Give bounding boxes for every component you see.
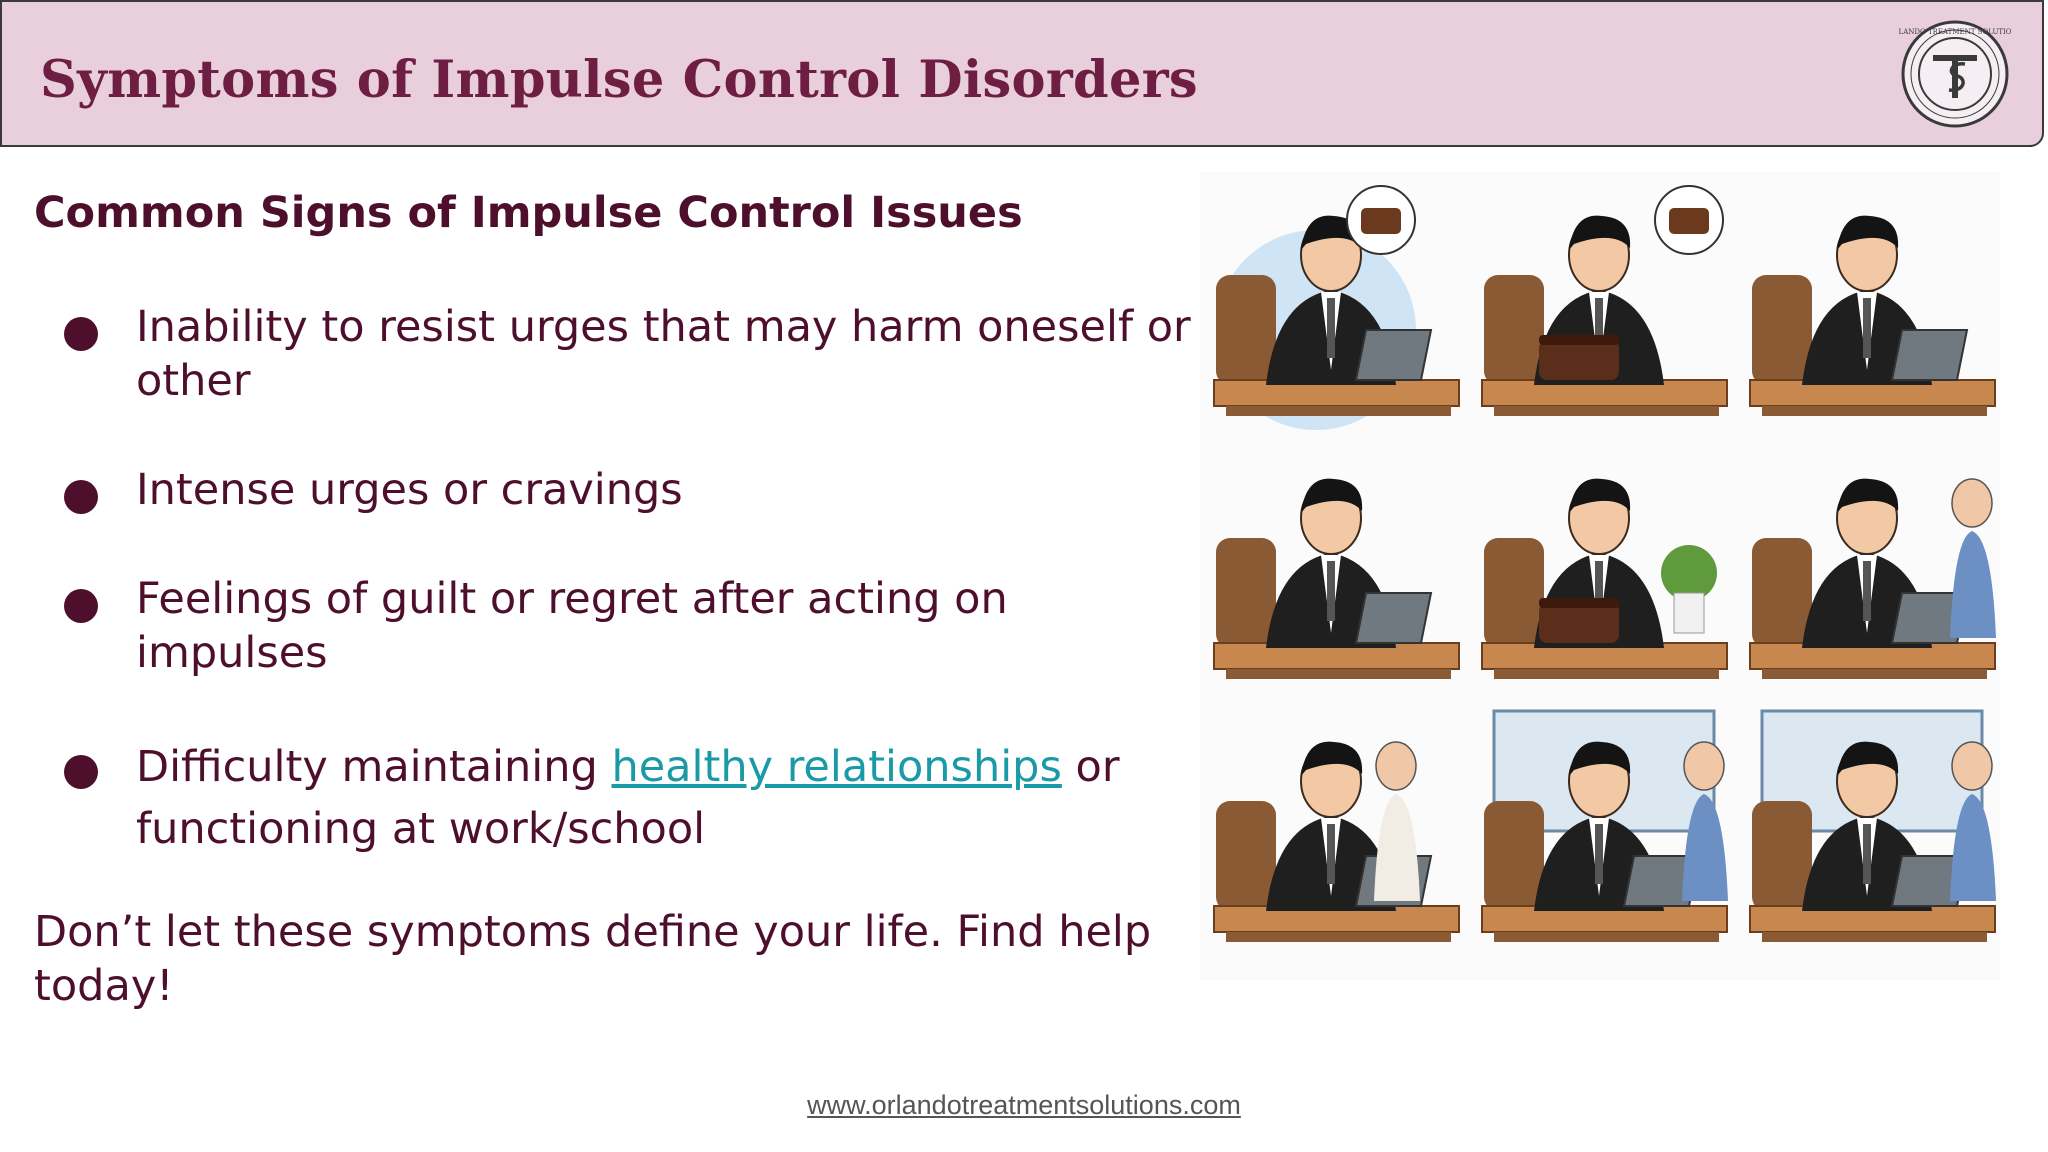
svg-text:ORLANDO TREATMENT SOLUTIONS: ORLANDO TREATMENT SOLUTIONS [1899,28,2011,36]
healthy-relationships-link[interactable]: healthy relationships [611,742,1062,792]
bullet-text-end: or functioning at work/school [136,742,1120,854]
bullet-icon [64,317,98,351]
bullet-icon [64,589,98,623]
bullet-text: Intense urges or cravings [136,465,683,515]
comic-panel [1749,478,1996,679]
header-banner: Symptoms of Impulse Control Disorders OR… [0,0,2044,147]
bullet-text: Inability to resist urges that may harm … [136,302,1191,406]
bullet-text: Difficulty maintaining healthy relations… [136,736,1196,860]
website-url[interactable]: www.orlandotreatmentsolutions.com [807,1090,1241,1120]
comic-panel [1481,709,1728,942]
comic-panel [1213,185,1460,430]
call-to-action: Don’t let these symptoms define your lif… [34,907,1152,1011]
bullet-icon [64,755,98,789]
bullet-text: Feelings of guilt or regret after acting… [136,574,1008,678]
comic-panel [1749,709,1996,942]
comic-panel [1213,741,1460,942]
comic-panel [1481,185,1728,416]
comic-panel [1749,215,1996,416]
comic-panel [1213,478,1460,679]
bullet-icon [64,480,98,514]
bullet-text-start: Difficulty maintaining [136,742,612,792]
comic-panel [1481,478,1728,679]
orlando-treatment-solutions-logo-icon: ORLANDO TREATMENT SOLUTIONS [1899,20,2011,128]
section-heading: Common Signs of Impulse Control Issues [34,188,1023,238]
office-worker-comic-grid-icon [1200,172,2000,980]
page-title: Symptoms of Impulse Control Disorders [40,50,1198,110]
